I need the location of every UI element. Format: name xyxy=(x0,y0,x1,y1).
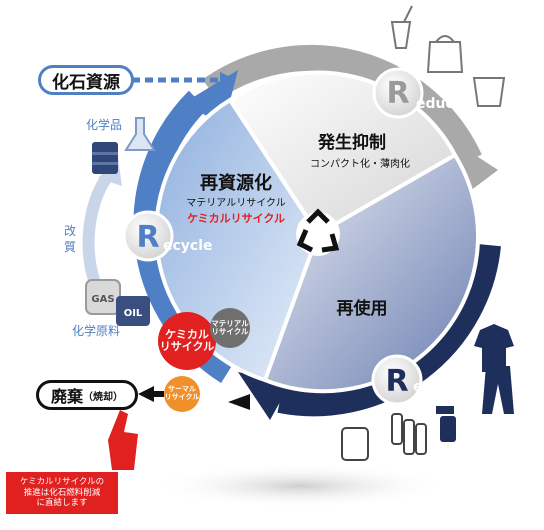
recycle-sub-chemical: ケミカルリサイクル xyxy=(187,212,285,225)
cup-icon xyxy=(390,5,413,49)
waste-arrow-1 xyxy=(228,394,250,410)
svg-text:OIL: OIL xyxy=(124,308,143,319)
reuse-badge: R euse xyxy=(371,354,450,406)
raw-materials-label: 化学原料 xyxy=(72,324,121,338)
thermal-recycle-circle: サーマル リサイクル xyxy=(164,376,200,412)
oil-drum-icon xyxy=(92,142,118,174)
shirt-icon xyxy=(474,324,514,372)
reduce-ring-arc xyxy=(202,44,482,166)
recycle-sub-material: マテリアルリサイクル xyxy=(186,197,285,209)
jerrycan-icon xyxy=(341,427,369,461)
svg-text:euse: euse xyxy=(413,379,450,395)
reuse-sector xyxy=(262,152,480,394)
spray-bottle-icon xyxy=(436,406,456,442)
recycle-center-icon xyxy=(296,208,340,256)
fossil-resources-label: 化石資源 xyxy=(38,65,134,95)
bottles-icon xyxy=(391,413,427,455)
modify-label-1: 改 xyxy=(64,224,77,238)
svg-text:R: R xyxy=(386,76,409,111)
floor-shadow xyxy=(150,464,450,508)
fossil-arrowhead xyxy=(220,72,236,88)
reuse-title: 再使用 xyxy=(337,298,388,319)
recycle-title: 再資源化 xyxy=(200,172,272,194)
reduce-title: 発生抑制 xyxy=(317,132,386,153)
svg-text:educe: educe xyxy=(416,96,463,112)
flask-icon xyxy=(124,117,156,151)
material-recycle-circle: マテリアル リサイクル xyxy=(210,308,250,348)
recycle-badge: R ecycle xyxy=(122,210,213,262)
waste-arrow-2 xyxy=(138,386,154,402)
waste-label: 廃棄 （焼却） xyxy=(36,380,138,410)
bucket-icon xyxy=(472,77,506,107)
chemicals-label: 化学品 xyxy=(86,118,123,132)
oil-can-icon: OIL xyxy=(116,296,150,326)
svg-text:R: R xyxy=(136,220,159,255)
note-box: ケミカルリサイクルの 推進は化石燃料削減 に直結します xyxy=(6,472,118,514)
modify-label-2: 質 xyxy=(64,240,77,254)
pants-icon xyxy=(482,366,514,414)
reduce-sub: コンパクト化・薄肉化 xyxy=(310,157,410,170)
chemical-recycle-circle: ケミカル リサイクル xyxy=(158,312,216,370)
pointing-hand-icon xyxy=(108,410,138,470)
reduce-badge: R educe xyxy=(372,67,463,119)
svg-text:GAS: GAS xyxy=(91,294,114,305)
gas-tank-icon: GAS xyxy=(85,279,121,315)
svg-text:R: R xyxy=(385,364,408,399)
plastic-bag-icon xyxy=(426,35,464,73)
svg-text:ecycle: ecycle xyxy=(163,238,213,254)
